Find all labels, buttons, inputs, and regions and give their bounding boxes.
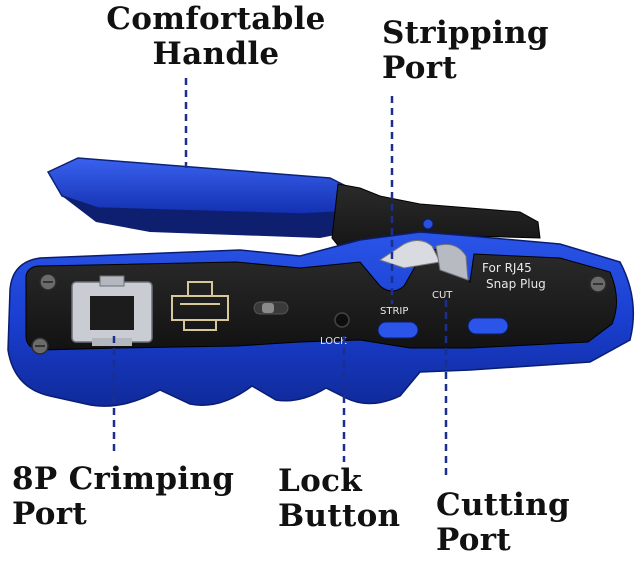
callout-lock-line1: Lock (278, 463, 363, 499)
callout-handle: Comfortable Handle (98, 2, 334, 71)
lock-button (334, 312, 350, 328)
callout-crimping-line1: 8P Crimping (12, 461, 235, 497)
tool-label-model-1: For RJ45 (482, 261, 532, 275)
callout-stripping: Stripping Port (382, 16, 582, 85)
callout-cutting-line2: Port (436, 521, 512, 558)
upper-handle-grip (46, 157, 347, 215)
callout-cutting-line1: Cutting (436, 487, 570, 523)
callout-handle-line1: Comfortable (106, 1, 326, 37)
tool-label-strip: STRIP (380, 306, 408, 317)
callout-crimping: 8P Crimping Port (12, 462, 252, 531)
tool-label-model-2: Snap Plug (486, 277, 546, 291)
callout-lock: Lock Button (278, 464, 418, 533)
lock-slide-knob (262, 303, 274, 313)
cut-port-slot (467, 317, 509, 335)
callout-stripping-line1: Stripping (382, 15, 549, 51)
tool-label-cut: CUT (432, 290, 453, 301)
tool-label-lock: LOCK (320, 336, 347, 347)
cutting-blade (435, 243, 469, 281)
strip-port-slot (377, 321, 419, 339)
rj45-icon (171, 281, 229, 331)
upper-jaw-pin (422, 218, 434, 230)
callout-cutting: Cutting Port (436, 488, 596, 557)
callout-crimping-line2: Port (12, 495, 88, 532)
crimping-die-bottom (92, 338, 132, 346)
callout-lock-line2: Button (278, 497, 401, 534)
callout-handle-line2: Handle (152, 35, 280, 72)
upper-handle-underside (62, 196, 350, 238)
callout-stripping-line2: Port (382, 49, 458, 86)
crimping-die-slot (90, 296, 134, 330)
crimping-die-top (99, 275, 125, 287)
